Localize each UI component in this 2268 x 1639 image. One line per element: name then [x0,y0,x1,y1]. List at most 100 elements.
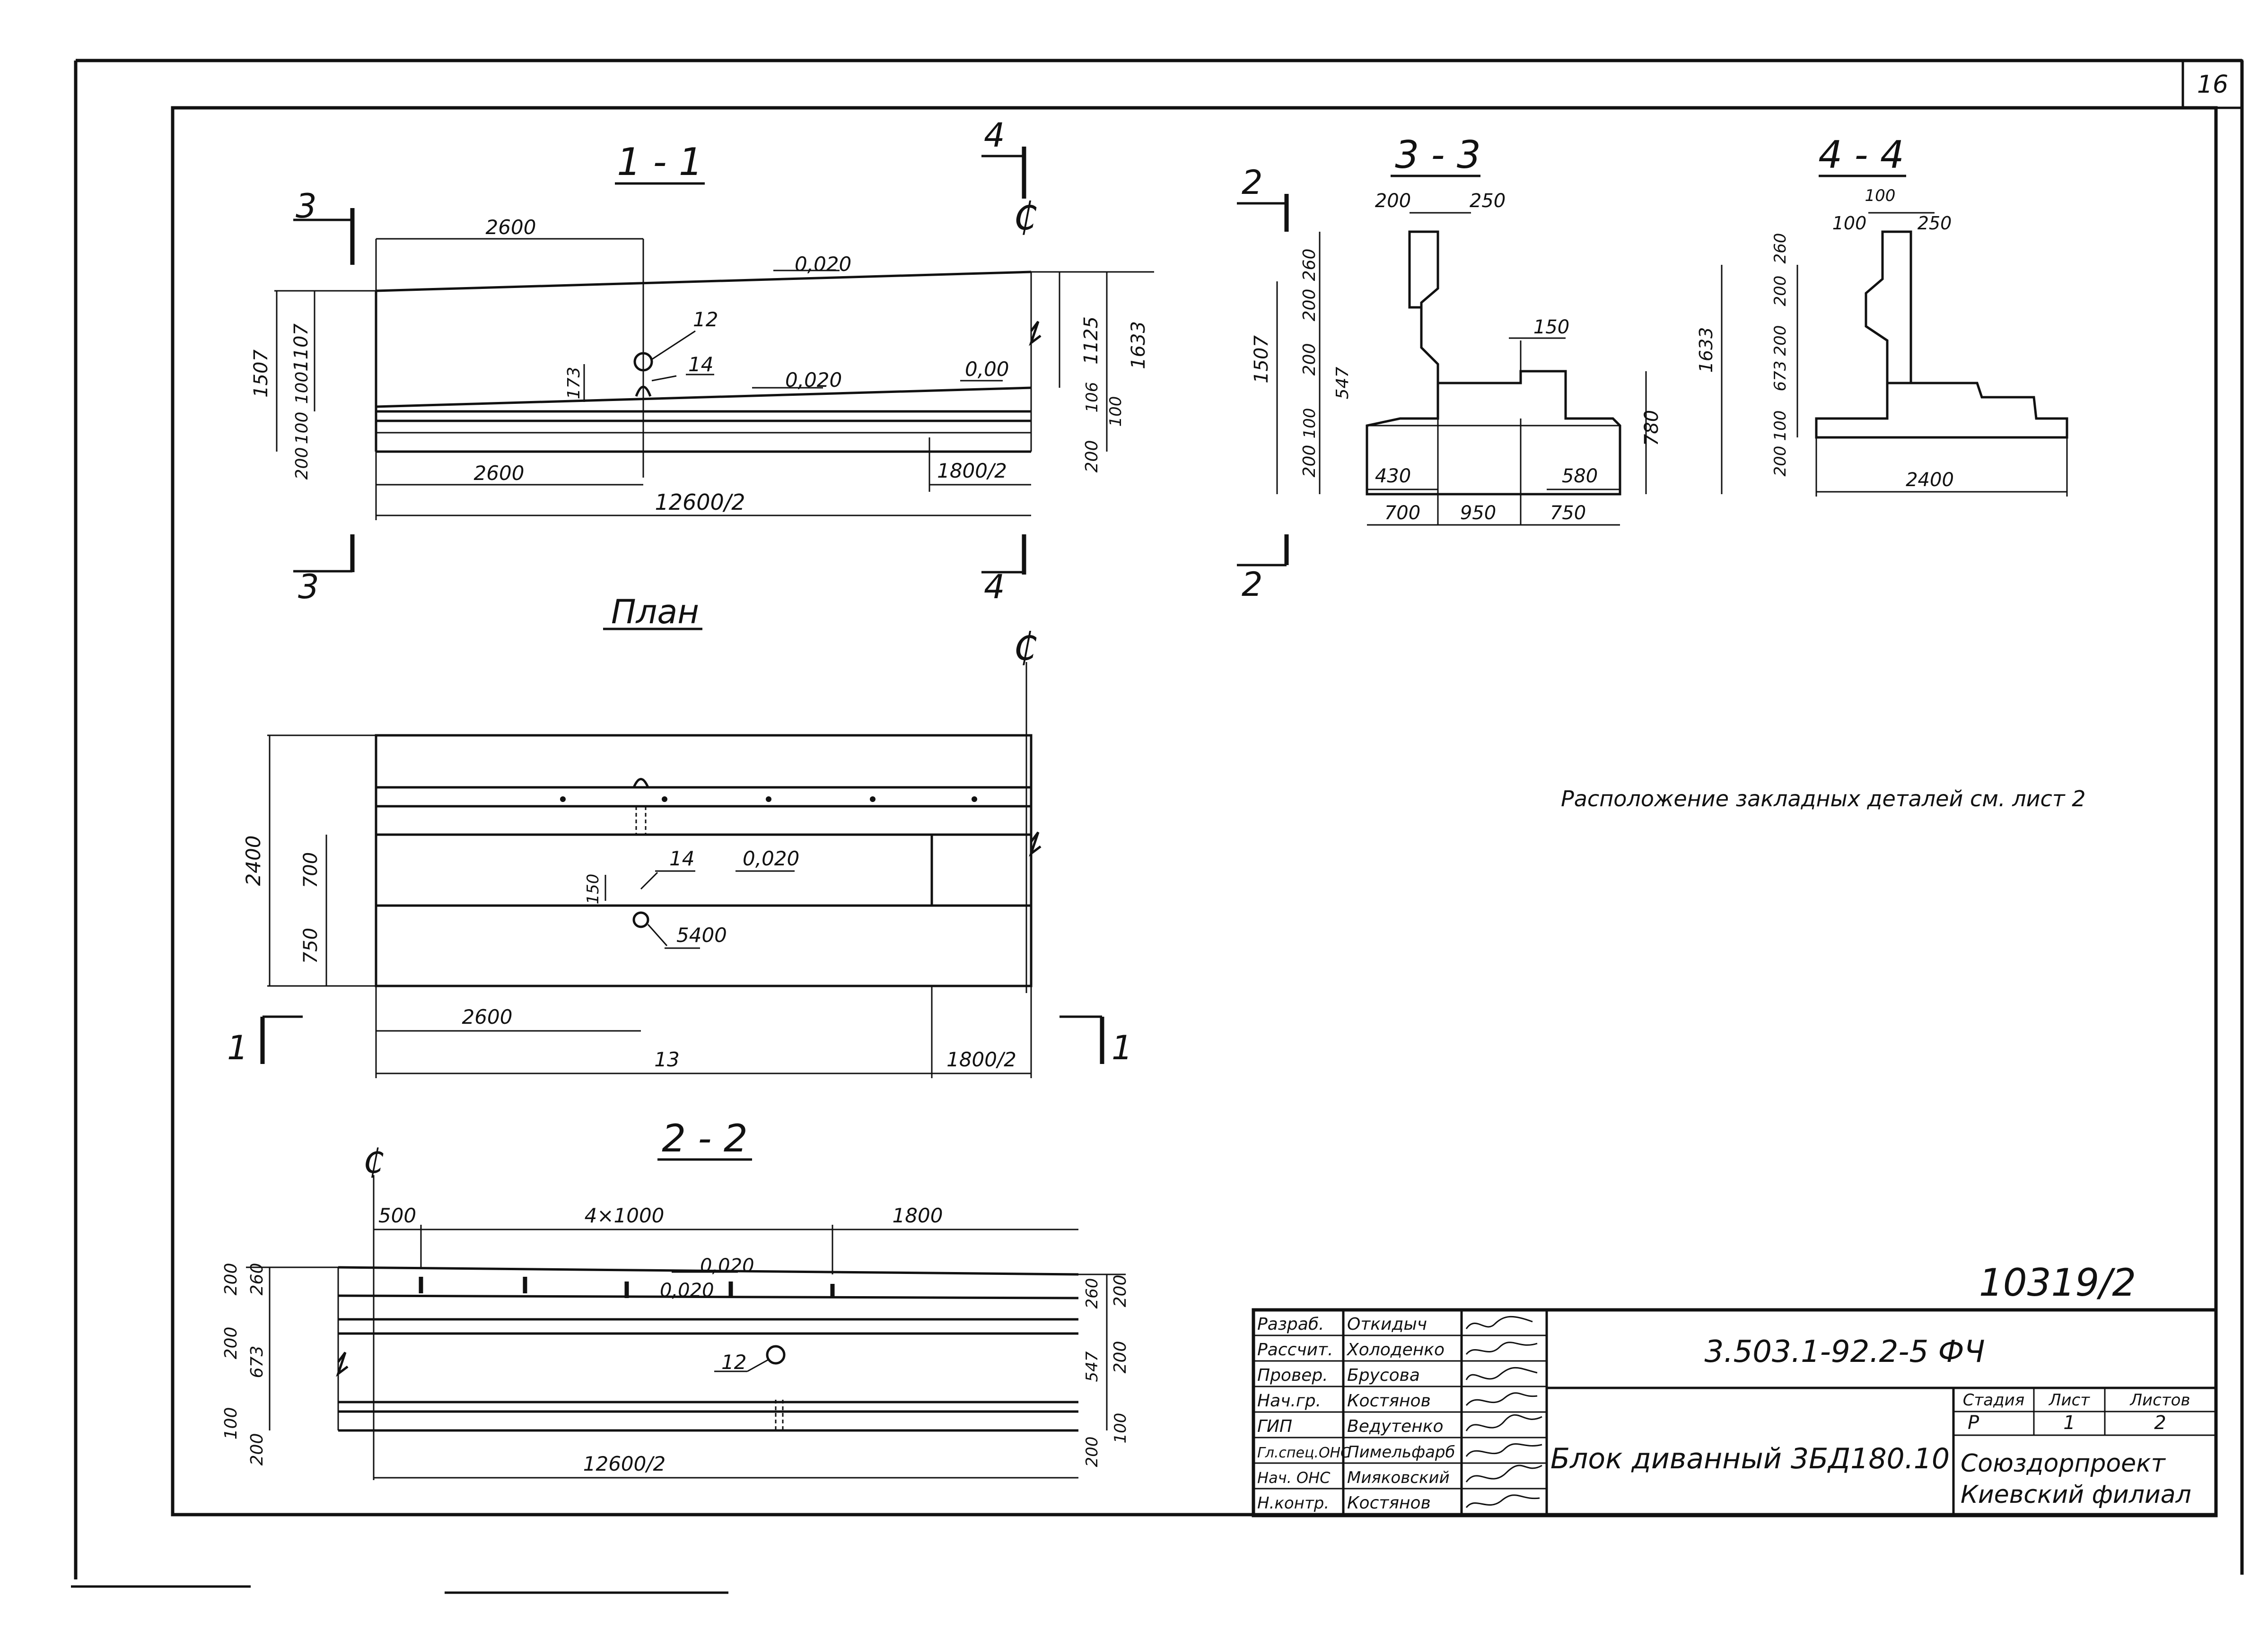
svg-text:1: 1 [2063,1412,2075,1434]
svg-text:2600: 2600 [462,1005,513,1029]
svg-text:100: 100 [292,412,312,445]
svg-text:Мияковский: Мияковский [1347,1468,1450,1487]
title-block: Разраб. Откидыч Рассчит. Холоденко Прове… [1252,1308,2218,1517]
svg-text:750: 750 [300,928,322,964]
svg-text:200: 200 [247,1433,267,1466]
svg-text:Брусова: Брусова [1347,1366,1420,1385]
svg-text:12: 12 [721,1351,746,1374]
svg-text:2: 2 [1242,565,1263,604]
svg-text:2600: 2600 [474,462,525,485]
svg-text:1800/2: 1800/2 [937,459,1007,482]
svg-text:260: 260 [1771,233,1790,264]
svg-text:100: 100 [292,372,312,404]
svg-text:12: 12 [693,308,718,331]
svg-text:150: 150 [1533,316,1569,338]
organization-branch: Киевский филиал [1961,1481,2191,1509]
svg-text:100: 100 [221,1407,241,1440]
section-4-4-title: 4 - 4 [1818,133,1904,177]
plan-view: План ₵ 5400 14 0,020 150 2400 [227,593,1133,1078]
svg-text:2400: 2400 [1906,469,1954,491]
svg-text:13: 13 [654,1048,679,1071]
svg-text:100: 100 [1832,213,1867,234]
svg-text:Нач. ОНС: Нач. ОНС [1257,1469,1331,1487]
svg-text:1507: 1507 [250,349,272,398]
svg-text:14: 14 [669,847,694,870]
plan-title: План [611,593,699,631]
svg-text:200: 200 [1083,1437,1102,1467]
svg-text:260: 260 [247,1263,267,1296]
svg-text:Листов: Листов [2129,1391,2190,1410]
svg-text:200: 200 [292,447,312,480]
svg-text:₵: ₵ [1014,194,1038,238]
svg-text:Гл.спец.ОНС: Гл.спец.ОНС [1257,1445,1350,1461]
svg-text:1: 1 [1112,1029,1133,1067]
svg-text:Лист: Лист [2048,1391,2090,1410]
svg-text:2600: 2600 [486,216,536,239]
svg-text:150: 150 [584,874,603,905]
svg-text:₵: ₵ [1014,625,1038,669]
svg-text:780: 780 [1641,410,1663,446]
svg-text:4: 4 [984,567,1005,606]
drawing-number: 10319/2 [1979,1261,2136,1305]
section-2-2-title: 2 - 2 [662,1116,748,1160]
svg-text:100: 100 [1771,410,1790,441]
svg-text:200: 200 [1082,440,1102,473]
svg-text:12600/2: 12600/2 [655,489,745,515]
svg-text:200: 200 [221,1327,241,1360]
svg-text:4×1000: 4×1000 [585,1204,665,1227]
svg-text:100: 100 [1865,186,1896,205]
svg-text:Н.контр.: Н.контр. [1257,1494,1329,1513]
svg-text:430: 430 [1375,465,1411,487]
svg-text:200: 200 [1771,325,1790,356]
page-number: 16 [2197,70,2228,99]
svg-text:ГИП: ГИП [1257,1417,1292,1436]
svg-text:200: 200 [1375,190,1411,212]
svg-text:200: 200 [1300,445,1319,478]
svg-text:1633: 1633 [1128,321,1149,369]
svg-text:Костянов: Костянов [1347,1493,1431,1513]
svg-text:2: 2 [2154,1412,2166,1434]
svg-text:260: 260 [1083,1278,1102,1309]
outer-frame [71,59,2244,1594]
svg-text:106: 106 [1083,382,1102,413]
inner-frame [171,106,2218,1517]
svg-text:3: 3 [298,567,319,606]
svg-text:0,00: 0,00 [965,357,1009,381]
svg-text:Пимельфарб: Пимельфарб [1347,1443,1455,1462]
svg-text:Откидыч: Откидыч [1347,1315,1427,1334]
svg-text:200: 200 [1111,1275,1130,1308]
svg-text:2400: 2400 [242,836,265,886]
svg-text:1125: 1125 [1080,316,1102,365]
svg-text:1107: 1107 [290,323,312,372]
svg-text:673: 673 [1771,361,1790,392]
product-name: Блок диванный 3БД180.10 [1550,1442,1950,1475]
svg-text:₵: ₵ [363,1142,385,1181]
svg-text:580: 580 [1562,465,1598,487]
svg-text:200: 200 [221,1263,241,1296]
svg-text:250: 250 [1918,213,1952,234]
svg-text:5400: 5400 [676,924,727,947]
section-1-1-title: 1 - 1 [617,140,703,184]
svg-text:750: 750 [1550,502,1586,524]
svg-text:Нач.гр.: Нач.гр. [1257,1391,1321,1411]
svg-text:1800: 1800 [893,1204,943,1227]
svg-text:1633: 1633 [1696,327,1716,373]
document-code: 3.503.1-92.2-5 ФЧ [1705,1334,1985,1369]
svg-text:1800/2: 1800/2 [946,1048,1016,1071]
svg-text:0,020: 0,020 [743,847,799,870]
svg-text:260: 260 [1300,249,1319,281]
svg-text:Рассчит.: Рассчит. [1257,1340,1333,1360]
svg-text:2: 2 [1242,163,1263,202]
page-number-box: 16 [2181,59,2243,109]
svg-text:173: 173 [564,367,584,400]
svg-text:200: 200 [1111,1341,1130,1374]
section-4-4: 4 - 4 100 100 250 260 200 200 673 100 20… [1696,133,2068,497]
svg-text:Костянов: Костянов [1347,1391,1431,1411]
svg-text:Разраб.: Разраб. [1257,1315,1324,1334]
svg-text:Холоденко: Холоденко [1346,1340,1445,1360]
svg-text:Провер.: Провер. [1257,1366,1328,1385]
section-2-2: 2 - 2 ₵ 500 4×1000 1800 0,020 0,020 [221,1116,1130,1480]
svg-text:0,020: 0,020 [660,1280,714,1301]
svg-text:Стадия: Стадия [1963,1391,2024,1410]
